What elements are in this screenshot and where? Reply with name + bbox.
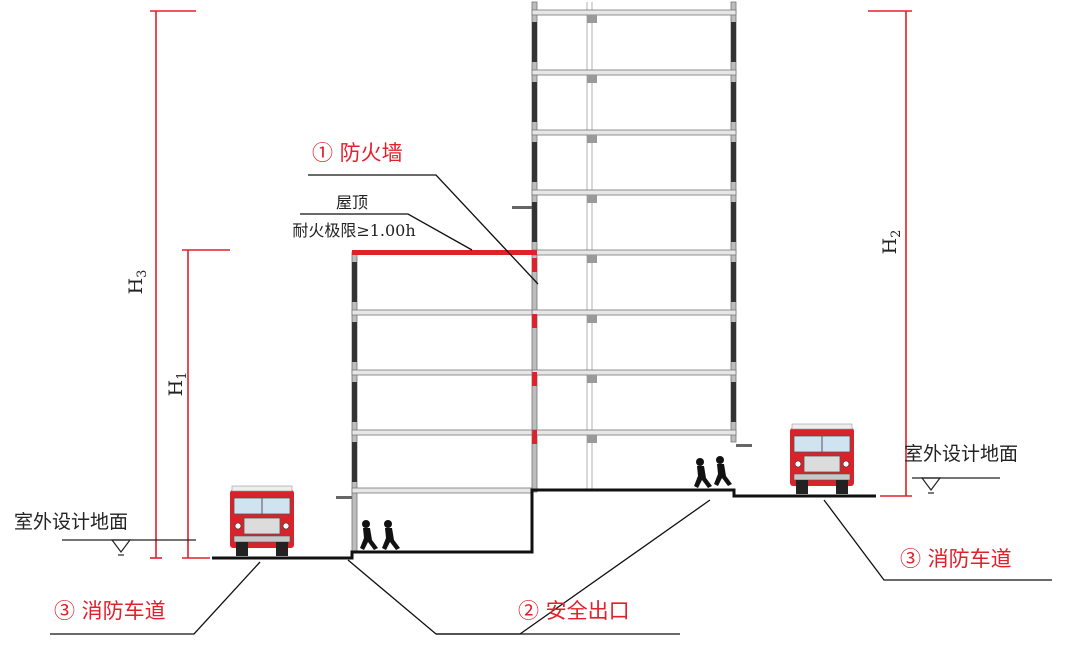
podium-building <box>336 250 537 553</box>
ground-left-label: 室外设计地面 <box>14 511 128 533</box>
firewall-label: ① 防火墙 <box>312 141 403 165</box>
h1-label: H1 <box>165 372 190 397</box>
fire-lane-right-label: ③ 消防车道 <box>900 547 1012 571</box>
tower-building <box>512 1 752 493</box>
ground-marker-left <box>62 539 196 556</box>
ground-marker-right <box>912 477 1000 494</box>
people-running-left <box>360 520 400 550</box>
fire-truck-left <box>230 485 294 556</box>
roof-label-line2: 耐火极限≥1.00h <box>292 221 415 240</box>
ground-right-label: 室外设计地面 <box>904 443 1018 465</box>
fire-truck-right <box>790 423 854 494</box>
roof-label-line1: 屋顶 <box>336 193 368 212</box>
safety-exit-label: ② 安全出口 <box>518 599 630 623</box>
fire-lane-left-label: ③ 消防车道 <box>54 599 166 623</box>
podium-roof <box>352 250 537 255</box>
h2-label: H2 <box>879 230 904 255</box>
h3-label: H3 <box>125 270 150 295</box>
dimension-h1 <box>182 249 230 559</box>
dimension-h2 <box>868 10 912 497</box>
dimension-h3 <box>150 10 196 559</box>
leader-lines <box>50 174 1052 635</box>
ground-profile <box>212 488 876 560</box>
firewall-segments <box>532 258 537 444</box>
people-running-right <box>694 456 732 488</box>
